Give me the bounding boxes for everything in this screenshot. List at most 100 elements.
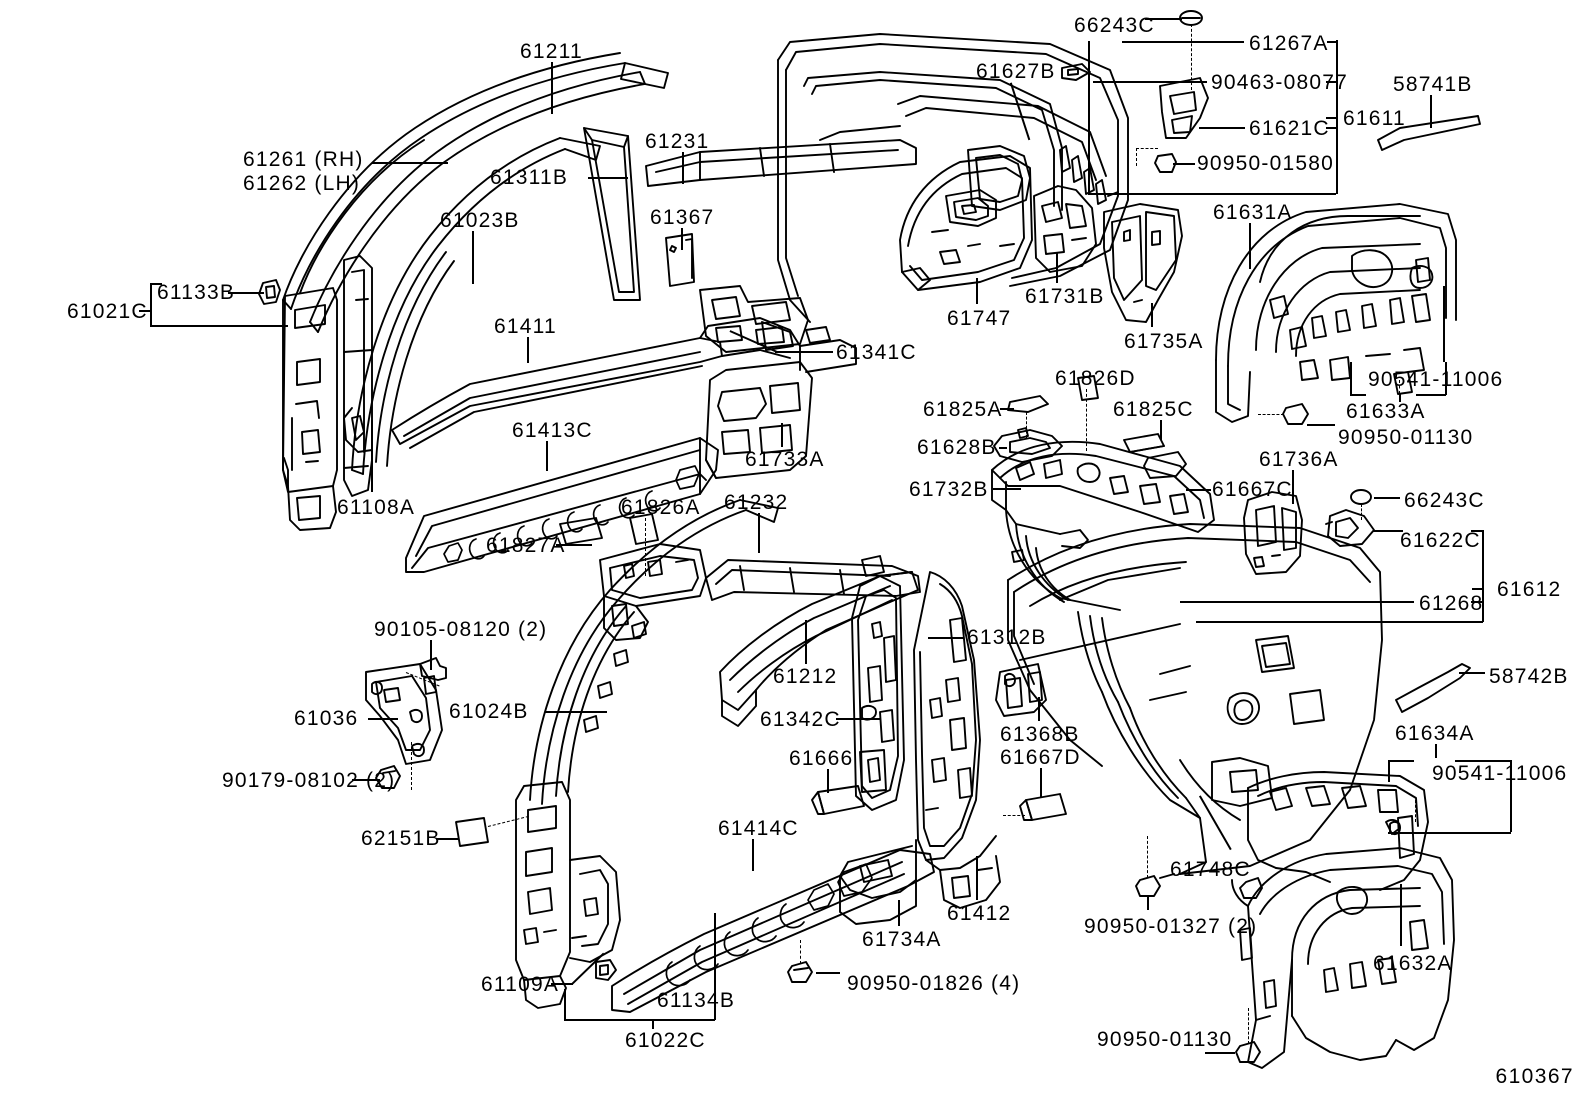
leader-61631a: [1249, 223, 1251, 269]
part-label-90105-08120-2[interactable]: 90105-08120 (2): [374, 618, 548, 641]
part-label-61341c[interactable]: 61341C: [836, 341, 917, 364]
bracket-61634a-run: [1455, 760, 1511, 762]
part-label-61634a[interactable]: 61634A: [1395, 722, 1475, 745]
part-label-66243c[interactable]: 66243C: [1404, 489, 1485, 512]
bracket-61612: [1482, 530, 1484, 622]
part-label-61211[interactable]: 61211: [520, 40, 583, 63]
diagram-number: 610367: [1495, 1065, 1574, 1088]
part-label-61667c[interactable]: 61667C: [1212, 478, 1293, 501]
part-label-61627b[interactable]: 61627B: [976, 60, 1056, 83]
part-label-61414c[interactable]: 61414C: [718, 817, 799, 840]
leader-61667d: [1040, 768, 1042, 798]
part-label-61212[interactable]: 61212: [773, 665, 838, 688]
part-label-61622c[interactable]: 61622C: [1400, 529, 1481, 552]
part-label-61312b[interactable]: 61312B: [967, 626, 1047, 649]
part-label-61268[interactable]: 61268: [1419, 592, 1484, 615]
bracket-61022c-right: [714, 913, 716, 1020]
tick-61022c: [652, 1019, 654, 1029]
part-label-90463-08077[interactable]: 90463-08077: [1211, 71, 1348, 94]
part-label-58742b[interactable]: 58742B: [1489, 665, 1569, 688]
leader-61735a: [1151, 303, 1153, 327]
dash-90179: [411, 742, 412, 790]
part-label-61267a[interactable]: 61267A: [1249, 32, 1329, 55]
part-label-90950-01826-4[interactable]: 90950-01826 (4): [847, 972, 1021, 995]
part-label-61631a[interactable]: 61631A: [1213, 201, 1293, 224]
part-label-61666[interactable]: 61666: [789, 747, 854, 770]
part-label-61412[interactable]: 61412: [947, 902, 1012, 925]
part-label-61413c[interactable]: 61413C: [512, 419, 593, 442]
part-label-61368b[interactable]: 61368B: [1000, 723, 1080, 746]
bracket-61022c-left: [564, 989, 566, 1020]
leader-61666: [827, 769, 829, 793]
bracket-61634a-top: [1388, 760, 1414, 762]
part-label-61827a[interactable]: 61827A: [486, 534, 566, 557]
leader-61021c: [139, 310, 151, 312]
bracket-61634a-right: [1510, 760, 1512, 832]
part-label-61411[interactable]: 61411: [494, 315, 557, 338]
part-label-66243c[interactable]: 66243C: [1074, 14, 1155, 37]
part-label-61732b[interactable]: 61732B: [909, 478, 989, 501]
part-label-61021c[interactable]: 61021C: [67, 300, 148, 323]
part-label-61232[interactable]: 61232: [724, 491, 789, 514]
part-label-61735a[interactable]: 61735A: [1124, 330, 1204, 353]
part-label-61747[interactable]: 61747: [947, 307, 1012, 330]
part-label-61134b[interactable]: 61134B: [657, 989, 736, 1012]
part-label-61367[interactable]: 61367: [650, 206, 715, 229]
part-label-62151b[interactable]: 62151B: [361, 827, 441, 850]
part-label-61825a[interactable]: 61825A: [923, 398, 1003, 421]
part-label-61231[interactable]: 61231: [645, 130, 710, 153]
part-label-61036[interactable]: 61036: [294, 707, 359, 730]
leader-61023b: [472, 231, 474, 284]
part-label-90950-01327-2[interactable]: 90950-01327 (2): [1084, 915, 1258, 938]
leader-61212: [805, 620, 807, 664]
leader-61826a: [645, 518, 646, 576]
part-label-61734a[interactable]: 61734A: [862, 928, 942, 951]
leader-61367: [681, 228, 683, 250]
part-label-61024b[interactable]: 61024B: [449, 700, 529, 723]
part-label-61633a[interactable]: 61633A: [1346, 400, 1426, 423]
part-label-61826a[interactable]: 61826A: [621, 496, 701, 519]
part-label-61109a[interactable]: 61109A: [481, 973, 560, 996]
leader-90950-01580: [1173, 163, 1195, 165]
part-label-61731b[interactable]: 61731B: [1025, 285, 1105, 308]
dash-61825a: [1026, 412, 1027, 438]
part-label-61736a[interactable]: 61736A: [1259, 448, 1339, 471]
part-label-61621c[interactable]: 61621C: [1249, 117, 1330, 140]
part-label-61748c[interactable]: 61748C: [1170, 858, 1251, 881]
bracket-61612-tick: [1472, 588, 1483, 590]
leader-61411: [527, 337, 529, 363]
leader-66243c-mid: [1374, 497, 1400, 499]
part-label-61733a[interactable]: 61733A: [745, 448, 825, 471]
part-label-90541-11006[interactable]: 90541-11006: [1432, 762, 1568, 785]
part-label-58741b[interactable]: 58741B: [1393, 73, 1473, 96]
part-label-61826d[interactable]: 61826D: [1055, 367, 1136, 390]
bracket-61634a-left: [1388, 760, 1390, 782]
part-label-61342c[interactable]: 61342C: [760, 708, 841, 731]
part-label-61311b[interactable]: 61311B: [490, 166, 569, 189]
part-label-90950-01130[interactable]: 90950-01130: [1097, 1028, 1233, 1051]
part-label-61022c[interactable]: 61022C: [625, 1029, 706, 1052]
part-label-90950-01130[interactable]: 90950-01130: [1338, 426, 1474, 449]
part-label-61023b[interactable]: 61023B: [440, 209, 520, 232]
leader-61231: [682, 152, 684, 184]
part-label-61628b[interactable]: 61628B: [917, 436, 997, 459]
part-label-90541-11006[interactable]: 90541-11006: [1368, 368, 1504, 391]
part-label-61133b[interactable]: 61133B: [157, 281, 236, 304]
bracket-61633a-left: [1350, 362, 1352, 395]
part-label-61261-rh[interactable]: 61261 (RH): [243, 148, 364, 171]
leader-61734a: [898, 900, 900, 926]
dash-90950-01580: [1136, 148, 1137, 166]
part-label-90950-01580[interactable]: 90950-01580: [1197, 152, 1334, 175]
part-label-61632a[interactable]: 61632A: [1373, 952, 1453, 975]
part-label-61611[interactable]: 61611: [1343, 107, 1406, 130]
part-label-61825c[interactable]: 61825C: [1113, 398, 1194, 421]
part-label-61667d[interactable]: 61667D: [1000, 746, 1081, 769]
part-label-61612[interactable]: 61612: [1497, 578, 1562, 601]
part-label-61108a[interactable]: 61108A: [337, 496, 416, 519]
part-label-90179-08102-2[interactable]: 90179-08102 (2): [222, 769, 396, 792]
part-label-61262-lh[interactable]: 61262 (LH): [243, 172, 361, 195]
leader-61108a: [371, 420, 373, 492]
leader-61731b: [1056, 253, 1058, 283]
bracket-61021c-top: [150, 283, 162, 285]
